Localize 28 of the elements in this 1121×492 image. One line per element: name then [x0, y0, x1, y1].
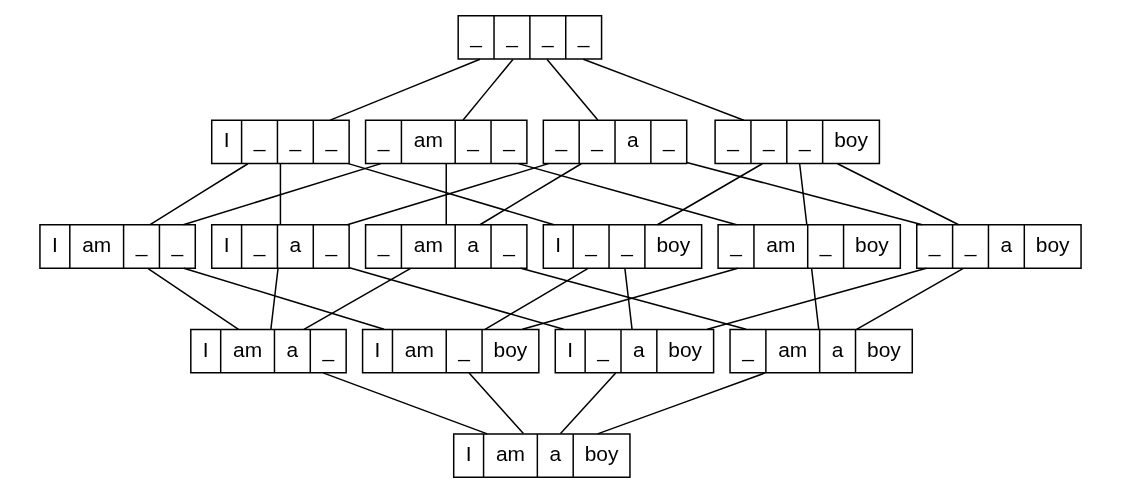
connector — [445, 162, 447, 225]
connector — [484, 267, 589, 330]
connector — [348, 266, 565, 330]
connector — [596, 371, 767, 435]
connector — [517, 162, 738, 225]
connector — [706, 266, 928, 330]
connector — [279, 162, 282, 225]
connector — [798, 162, 808, 225]
connector — [322, 371, 488, 435]
connector — [462, 58, 514, 121]
connector — [329, 57, 481, 121]
connector — [656, 162, 764, 225]
connector — [149, 162, 249, 225]
connector — [855, 267, 965, 330]
connector — [183, 266, 385, 330]
connector — [686, 161, 923, 225]
connector — [582, 57, 745, 121]
connector — [147, 267, 240, 330]
connector — [303, 267, 412, 330]
connector — [836, 162, 960, 225]
connector — [270, 267, 279, 330]
connector — [624, 267, 633, 330]
connector — [468, 371, 525, 434]
connector — [810, 267, 820, 330]
connector — [546, 58, 599, 121]
connector — [479, 162, 582, 225]
connector — [559, 371, 617, 434]
connector — [182, 162, 382, 225]
